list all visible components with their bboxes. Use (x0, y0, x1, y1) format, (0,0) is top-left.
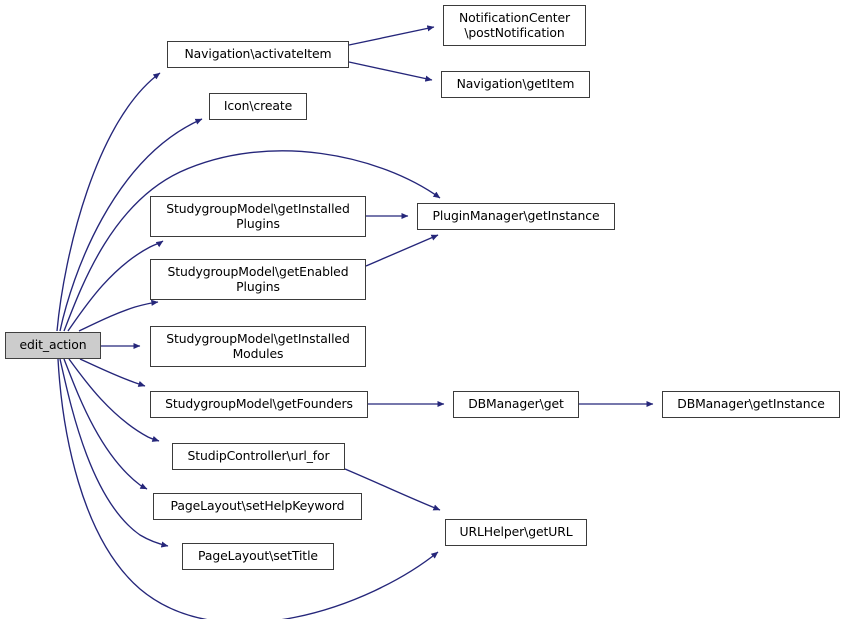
graph-node-getInstance[interactable]: PluginManager\getInstance (417, 203, 615, 230)
edge-edit_action-activateItem (56, 72, 161, 332)
graph-node-getItem[interactable]: Navigation\getItem (441, 71, 590, 98)
edge-edit_action-urlFor (68, 358, 160, 442)
edge-edit_action-getInstalledPlugins (67, 240, 164, 332)
edge-edit_action-setTitle (59, 358, 169, 548)
graph-node-iconCreate[interactable]: Icon\create (209, 93, 307, 120)
edge-group (56, 25, 654, 619)
graph-node-getInstalledPlugins[interactable]: StudygroupModel\getInstalled Plugins (150, 196, 366, 237)
graph-node-getURL[interactable]: URLHelper\getURL (445, 519, 587, 546)
graph-node-edit_action[interactable]: edit_action (5, 332, 101, 359)
edge-activateItem-postNotification (348, 25, 435, 46)
edge-edit_action-getInstance (63, 150, 441, 332)
edge-urlFor-getURL (344, 468, 441, 511)
graph-node-dbGet[interactable]: DBManager\get (453, 391, 579, 418)
graph-node-getFounders[interactable]: StudygroupModel\getFounders (150, 391, 368, 418)
graph-node-getInstalledModules[interactable]: StudygroupModel\getInstalled Modules (150, 326, 366, 367)
edge-edit_action-getURL (57, 358, 439, 619)
edge-edit_action-setHelpKeyword (63, 358, 148, 490)
edge-edit_action-iconCreate (59, 118, 203, 332)
graph-node-setTitle[interactable]: PageLayout\setTitle (182, 543, 334, 570)
graph-node-getEnabledPlugins[interactable]: StudygroupModel\getEnabled Plugins (150, 259, 366, 300)
edge-activateItem-getItem (348, 61, 433, 82)
graph-node-dbGetInstance[interactable]: DBManager\getInstance (662, 391, 840, 418)
edge-getEnabledPlugins-getInstance (365, 234, 439, 267)
graph-node-urlFor[interactable]: StudipController\url_for (172, 443, 345, 470)
edge-edit_action-getEnabledPlugins (78, 299, 159, 332)
graph-node-postNotification[interactable]: NotificationCenter \postNotification (443, 5, 586, 46)
edge-edit_action-getFounders (79, 358, 146, 387)
graph-node-activateItem[interactable]: Navigation\activateItem (167, 41, 349, 68)
graph-node-setHelpKeyword[interactable]: PageLayout\setHelpKeyword (153, 493, 362, 520)
